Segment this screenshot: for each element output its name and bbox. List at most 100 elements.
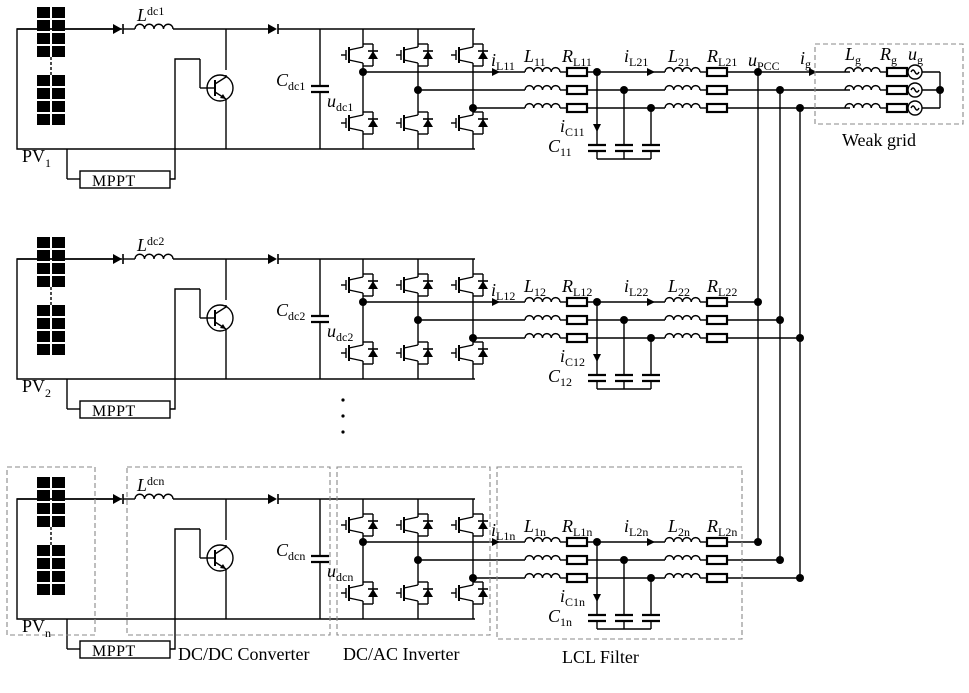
boost-transistor xyxy=(207,305,233,331)
ic-arrow xyxy=(593,354,601,362)
pv-array-icon xyxy=(37,237,65,355)
filter-node xyxy=(647,104,655,112)
c-label: C11 xyxy=(548,136,572,159)
igbt-emitter xyxy=(459,598,473,601)
igbt-emitter xyxy=(404,60,418,63)
igbt-emitter xyxy=(349,290,363,293)
pv-cell xyxy=(52,558,65,569)
l2-inductor xyxy=(665,334,700,338)
filter-capacitor xyxy=(642,615,660,621)
pv-cell xyxy=(37,101,50,112)
pv-cell xyxy=(37,477,50,488)
pv-cell xyxy=(52,344,65,355)
rl2-label: RL21 xyxy=(706,46,737,69)
l2-inductor xyxy=(665,104,700,108)
ellipsis-dot xyxy=(341,398,344,401)
pv-cell xyxy=(37,7,50,18)
diode-triangle xyxy=(113,494,122,504)
igbt-collector xyxy=(459,517,473,520)
udc-label: udc2 xyxy=(327,321,353,344)
grid-inductor xyxy=(845,68,880,72)
filter-capacitor xyxy=(642,375,660,381)
pv-cell xyxy=(52,276,65,287)
pv-cell xyxy=(37,305,50,316)
rl1-resistor xyxy=(567,86,587,94)
igbt-emitter xyxy=(404,530,418,533)
freewheel-diode xyxy=(423,281,433,289)
igbt-collector xyxy=(459,47,473,50)
igbt-collector xyxy=(404,115,418,118)
pv-cell xyxy=(52,101,65,112)
l2-label: L21 xyxy=(667,46,690,69)
pv-cell xyxy=(52,318,65,329)
pv-cell xyxy=(52,33,65,44)
l1-inductor xyxy=(525,556,560,560)
igbt-emitter xyxy=(459,358,473,361)
igbt-upper xyxy=(451,29,488,81)
grid-resistor xyxy=(887,86,907,94)
ellipsis-dot xyxy=(341,430,344,433)
freewheel-diode xyxy=(368,349,378,357)
pv-cell xyxy=(37,545,50,556)
pv-cell xyxy=(37,237,50,248)
igbt-upper xyxy=(451,499,488,551)
igbt-lower xyxy=(396,327,433,379)
filter-node xyxy=(620,556,628,564)
ac-source-wave xyxy=(911,106,919,110)
mppt-label: MPPT xyxy=(92,403,136,420)
boost-transistor xyxy=(207,545,233,571)
ug-label: ug xyxy=(908,44,923,67)
freewheel-diode xyxy=(478,281,488,289)
lcl-caption: LCL Filter xyxy=(562,647,639,667)
pv-cell xyxy=(37,584,50,595)
igbt-emitter xyxy=(459,128,473,131)
l1-inductor xyxy=(525,86,560,90)
ac-source-icon xyxy=(908,83,922,97)
ic-label: iC1n xyxy=(560,586,585,609)
cdc-label: Cdcn xyxy=(276,540,305,563)
rl1-resistor xyxy=(567,538,587,546)
pv-cell xyxy=(52,263,65,274)
bus-node xyxy=(754,538,762,546)
igbt-collector xyxy=(349,517,363,520)
boost-diode xyxy=(268,24,278,34)
igbt-collector xyxy=(349,115,363,118)
pv-array-icon xyxy=(37,7,65,125)
diode-triangle xyxy=(113,254,122,264)
pv-cell xyxy=(37,318,50,329)
dcac-group-box xyxy=(337,467,490,635)
il2-arrow xyxy=(647,538,655,546)
filter-capacitor xyxy=(615,145,633,151)
ac-source-icon xyxy=(908,101,922,115)
l2-label: L22 xyxy=(667,276,690,299)
il1-label: iL1n xyxy=(491,520,515,543)
filter-capacitor xyxy=(588,615,606,621)
filter-node xyxy=(593,538,601,546)
freewheel-diode xyxy=(423,51,433,59)
filter-capacitor xyxy=(642,145,660,151)
igbt-collector xyxy=(459,115,473,118)
pv-frame-wire xyxy=(17,29,475,149)
filter-node xyxy=(620,316,628,324)
igbt-upper xyxy=(396,499,433,551)
il2-label: iL2n xyxy=(624,516,648,539)
weak-grid-caption: Weak grid xyxy=(842,130,916,150)
igbt-lower xyxy=(396,97,433,149)
diode-triangle xyxy=(113,24,122,34)
filter-node xyxy=(593,298,601,306)
ac-source-wave xyxy=(911,88,919,92)
mppt-gate-wire xyxy=(170,529,200,649)
l1-label: L12 xyxy=(523,276,546,299)
l1-inductor xyxy=(525,574,560,578)
il2-arrow xyxy=(647,68,655,76)
bus-node xyxy=(776,556,784,564)
freewheel-diode xyxy=(478,521,488,529)
igbt-collector xyxy=(459,585,473,588)
grid-inductor xyxy=(845,86,880,90)
igbt-lower xyxy=(396,567,433,619)
freewheel-diode xyxy=(368,589,378,597)
l2-inductor xyxy=(665,556,700,560)
igbt-collector xyxy=(349,585,363,588)
rl1-resistor xyxy=(567,316,587,324)
pv-array-icon xyxy=(37,477,65,595)
